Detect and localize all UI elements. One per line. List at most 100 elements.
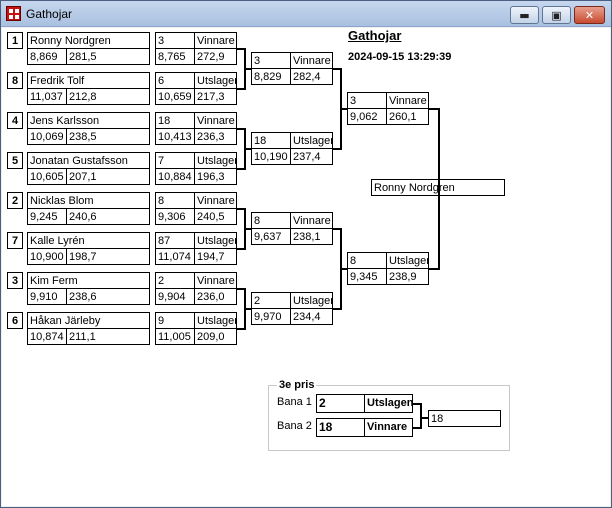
result-label: Utslagen bbox=[290, 132, 333, 149]
player-name: Jonatan Gustafsson bbox=[27, 152, 150, 169]
speed: 207,1 bbox=[66, 168, 150, 185]
lane-number: 18 bbox=[155, 112, 195, 129]
timestamp: 2024-09-15 13:29:39 bbox=[348, 51, 452, 63]
reaction-time: 10,900 bbox=[27, 248, 67, 265]
bracket-line bbox=[244, 68, 251, 70]
race-time: 8,765 bbox=[155, 48, 195, 65]
bracket-line bbox=[438, 108, 440, 270]
lane1-label: Bana 1 bbox=[277, 396, 312, 408]
result-label: Vinnare bbox=[290, 212, 333, 229]
race-time: 9,970 bbox=[251, 308, 291, 325]
lane-number: 3 bbox=[155, 32, 195, 49]
race-speed: 236,3 bbox=[194, 128, 237, 145]
seed-number: 3 bbox=[7, 272, 23, 289]
race-time: 10,659 bbox=[155, 88, 195, 105]
bracket-line bbox=[237, 288, 244, 290]
speed: 238,6 bbox=[66, 288, 150, 305]
lane-number: 3 bbox=[251, 52, 291, 69]
player-name: Håkan Järleby bbox=[27, 312, 150, 329]
maximize-icon: ▣ bbox=[551, 8, 562, 22]
connector bbox=[413, 427, 420, 429]
bracket-line bbox=[340, 108, 347, 110]
bracket-line bbox=[237, 248, 244, 250]
result-label: Utslagen bbox=[290, 292, 333, 309]
result-label: Utslagen bbox=[386, 252, 429, 269]
race-time: 11,005 bbox=[155, 328, 195, 345]
race-speed: 194,7 bbox=[194, 248, 237, 265]
race-speed: 282,4 bbox=[290, 68, 333, 85]
race-time: 9,306 bbox=[155, 208, 195, 225]
result-label: Utslagen bbox=[194, 72, 237, 89]
lane2-result: Vinnare bbox=[364, 418, 413, 437]
race-time: 10,884 bbox=[155, 168, 195, 185]
result-label: Vinnare bbox=[194, 32, 237, 49]
reaction-time: 11,037 bbox=[27, 88, 67, 105]
bracket-line bbox=[244, 308, 251, 310]
race-speed: 234,4 bbox=[290, 308, 333, 325]
race-time: 8,829 bbox=[251, 68, 291, 85]
result-label: Utslagen bbox=[194, 312, 237, 329]
lane-number: 3 bbox=[347, 92, 387, 109]
close-button[interactable]: ✕ bbox=[574, 6, 605, 24]
bracket-line bbox=[237, 208, 244, 210]
seed-number: 7 bbox=[7, 232, 23, 249]
bracket-line bbox=[237, 88, 244, 90]
lane-number: 6 bbox=[155, 72, 195, 89]
reaction-time: 9,910 bbox=[27, 288, 67, 305]
connector bbox=[413, 403, 420, 405]
race-time: 11,074 bbox=[155, 248, 195, 265]
race-time: 10,190 bbox=[251, 148, 291, 165]
race-speed: 209,0 bbox=[194, 328, 237, 345]
race-speed: 196,3 bbox=[194, 168, 237, 185]
race-time: 9,904 bbox=[155, 288, 195, 305]
speed: 238,5 bbox=[66, 128, 150, 145]
lane-number: 18 bbox=[251, 132, 291, 149]
reaction-time: 9,245 bbox=[27, 208, 67, 225]
lane-number: 7 bbox=[155, 152, 195, 169]
lane-number: 2 bbox=[155, 272, 195, 289]
seed-number: 8 bbox=[7, 72, 23, 89]
lane-number: 8 bbox=[155, 192, 195, 209]
seed-number: 1 bbox=[7, 32, 23, 49]
race-speed: 238,1 bbox=[290, 228, 333, 245]
race-speed: 260,1 bbox=[386, 108, 429, 125]
lane-number: 2 bbox=[251, 292, 291, 309]
race-time: 9,345 bbox=[347, 268, 387, 285]
bracket-line bbox=[333, 148, 340, 150]
speed: 281,5 bbox=[66, 48, 150, 65]
bracket-line bbox=[333, 68, 340, 70]
result-label: Utslagen bbox=[194, 152, 237, 169]
lane-number: 8 bbox=[251, 212, 291, 229]
window-title: Gathojar bbox=[26, 7, 73, 21]
bracket-line bbox=[333, 228, 340, 230]
race-speed: 272,9 bbox=[194, 48, 237, 65]
seed-number: 4 bbox=[7, 112, 23, 129]
seed-number: 5 bbox=[7, 152, 23, 169]
maximize-button[interactable]: ▣ bbox=[542, 6, 571, 24]
race-speed: 237,4 bbox=[290, 148, 333, 165]
result-label: Vinnare bbox=[194, 272, 237, 289]
player-name: Fredrik Tolf bbox=[27, 72, 150, 89]
result-label: Vinnare bbox=[290, 52, 333, 69]
close-icon: ✕ bbox=[584, 8, 595, 22]
title-bar[interactable]: Gathojar ▬ ▣ ✕ bbox=[1, 1, 611, 27]
seed-number: 2 bbox=[7, 192, 23, 209]
race-time: 9,637 bbox=[251, 228, 291, 245]
lane-number: 8 bbox=[347, 252, 387, 269]
connector bbox=[422, 417, 428, 419]
minimize-button[interactable]: ▬ bbox=[510, 6, 539, 24]
race-speed: 240,5 bbox=[194, 208, 237, 225]
speed: 211,1 bbox=[66, 328, 150, 345]
race-speed: 236,0 bbox=[194, 288, 237, 305]
bracket-line bbox=[237, 168, 244, 170]
bracket-line bbox=[429, 268, 438, 270]
speed: 212,8 bbox=[66, 88, 150, 105]
race-speed: 217,3 bbox=[194, 88, 237, 105]
player-name: Ronny Nordgren bbox=[27, 32, 150, 49]
third-place-winner: 18 bbox=[428, 410, 501, 427]
bracket-line bbox=[237, 128, 244, 130]
bracket-line bbox=[429, 108, 438, 110]
third-place-group: 3e pris Bana 1 Bana 2 2 Utslagen 18 Vinn… bbox=[268, 379, 510, 451]
